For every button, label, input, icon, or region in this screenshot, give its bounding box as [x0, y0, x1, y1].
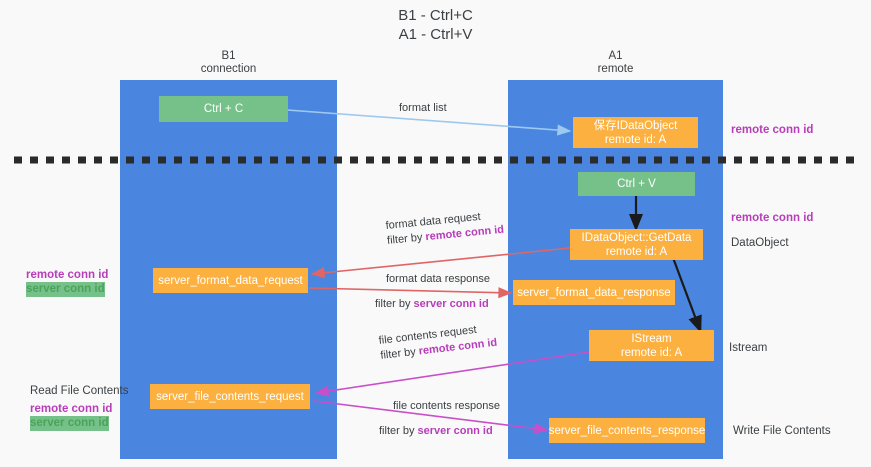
annotation-remote-conn-id-top: remote conn id: [731, 124, 814, 136]
edge-label-file-contents-request: file contents request filter by remote c…: [378, 321, 498, 364]
node-server-file-contents-response[interactable]: server_file_contents_response: [549, 418, 705, 443]
node-idataobject-save-line2: remote id: A: [604, 133, 667, 146]
node-ctrl-v-label: Ctrl + V: [617, 178, 656, 190]
page-title: B1 - Ctrl+C A1 - Ctrl+V: [0, 6, 871, 44]
node-server-file-contents-request-label: server_file_contents_request: [156, 390, 304, 403]
edge-label-format-list: format list: [399, 101, 447, 116]
node-server-format-data-response[interactable]: server_format_data_response: [513, 280, 675, 305]
node-istream-line1: IStream: [631, 332, 672, 345]
node-server-format-data-response-label: server_format_data_response: [517, 286, 671, 299]
node-server-file-contents-request[interactable]: server_file_contents_request: [150, 384, 310, 409]
node-ctrl-v[interactable]: Ctrl + V: [578, 172, 695, 196]
node-server-format-data-request[interactable]: server_format_data_request: [153, 268, 308, 293]
edge-label-file-contents-response-text: file contents response: [393, 400, 501, 412]
node-idataobject-getdata-line2: remote id: A: [605, 245, 668, 258]
node-idataobject-save-line1: 保存IDataObject: [593, 119, 678, 132]
filter-prefix: filter by: [379, 345, 420, 362]
annotation-left-server-conn-id-bottom: server conn id: [30, 416, 109, 431]
column-header-b1: B1 connection: [120, 50, 337, 76]
edge-label-format-data-request: format data request filter by remote con…: [385, 208, 505, 249]
title-line-2: A1 - Ctrl+V: [398, 26, 473, 43]
node-istream[interactable]: IStream remote id: A: [589, 330, 714, 361]
column-header-a1-sub: remote: [597, 63, 634, 75]
node-istream-line2: remote id: A: [620, 346, 683, 359]
filter-key-server-conn-id: server conn id: [413, 298, 489, 310]
edge-format-data-response: [308, 287, 513, 299]
column-header-a1-name: A1: [608, 50, 623, 62]
annotation-remote-conn-id-mid: remote conn id: [731, 212, 814, 224]
edge-label-file-contents-response-filter: filter by server conn id: [379, 424, 493, 439]
edge-label-format-data-response-text: format data response: [386, 273, 490, 285]
title-line-1: B1 - Ctrl+C: [398, 7, 473, 24]
edge-label-format-data-response-filter: filter by server conn id: [375, 297, 489, 312]
annotation-write-file-contents: Write File Contents: [733, 425, 831, 437]
column-header-b1-sub: connection: [200, 63, 257, 75]
node-server-file-contents-response-label: server_file_contents_response: [548, 424, 706, 437]
node-idataobject-getdata[interactable]: IDataObject::GetData remote id: A: [570, 229, 703, 260]
filter-prefix: filter by: [375, 298, 414, 310]
filter-prefix: filter by: [386, 231, 427, 247]
column-header-b1-name: B1: [221, 50, 236, 62]
annotation-dataobject: DataObject: [731, 237, 789, 249]
annotation-istream: Istream: [729, 342, 768, 354]
edge-label-format-list-text: format list: [399, 102, 447, 114]
edge-label-format-data-response: format data response: [386, 272, 490, 287]
filter-prefix: filter by: [379, 425, 418, 437]
annotation-read-file-contents: Read File Contents: [30, 385, 129, 397]
node-ctrl-c[interactable]: Ctrl + C: [159, 96, 288, 122]
filter-key-server-conn-id: server conn id: [417, 425, 493, 437]
annotation-left-remote-conn-id-mid: remote conn id: [26, 269, 109, 281]
node-idataobject-getdata-line1: IDataObject::GetData: [581, 231, 692, 244]
node-idataobject-save[interactable]: 保存IDataObject remote id: A: [573, 117, 698, 148]
node-ctrl-c-label: Ctrl + C: [203, 103, 244, 115]
annotation-left-server-conn-id-mid: server conn id: [26, 282, 105, 297]
edge-label-file-contents-response: file contents response: [393, 399, 500, 414]
column-header-a1: A1 remote: [508, 50, 723, 76]
annotation-left-remote-conn-id-bottom: remote conn id: [30, 403, 113, 415]
node-server-format-data-request-label: server_format_data_request: [158, 274, 303, 287]
